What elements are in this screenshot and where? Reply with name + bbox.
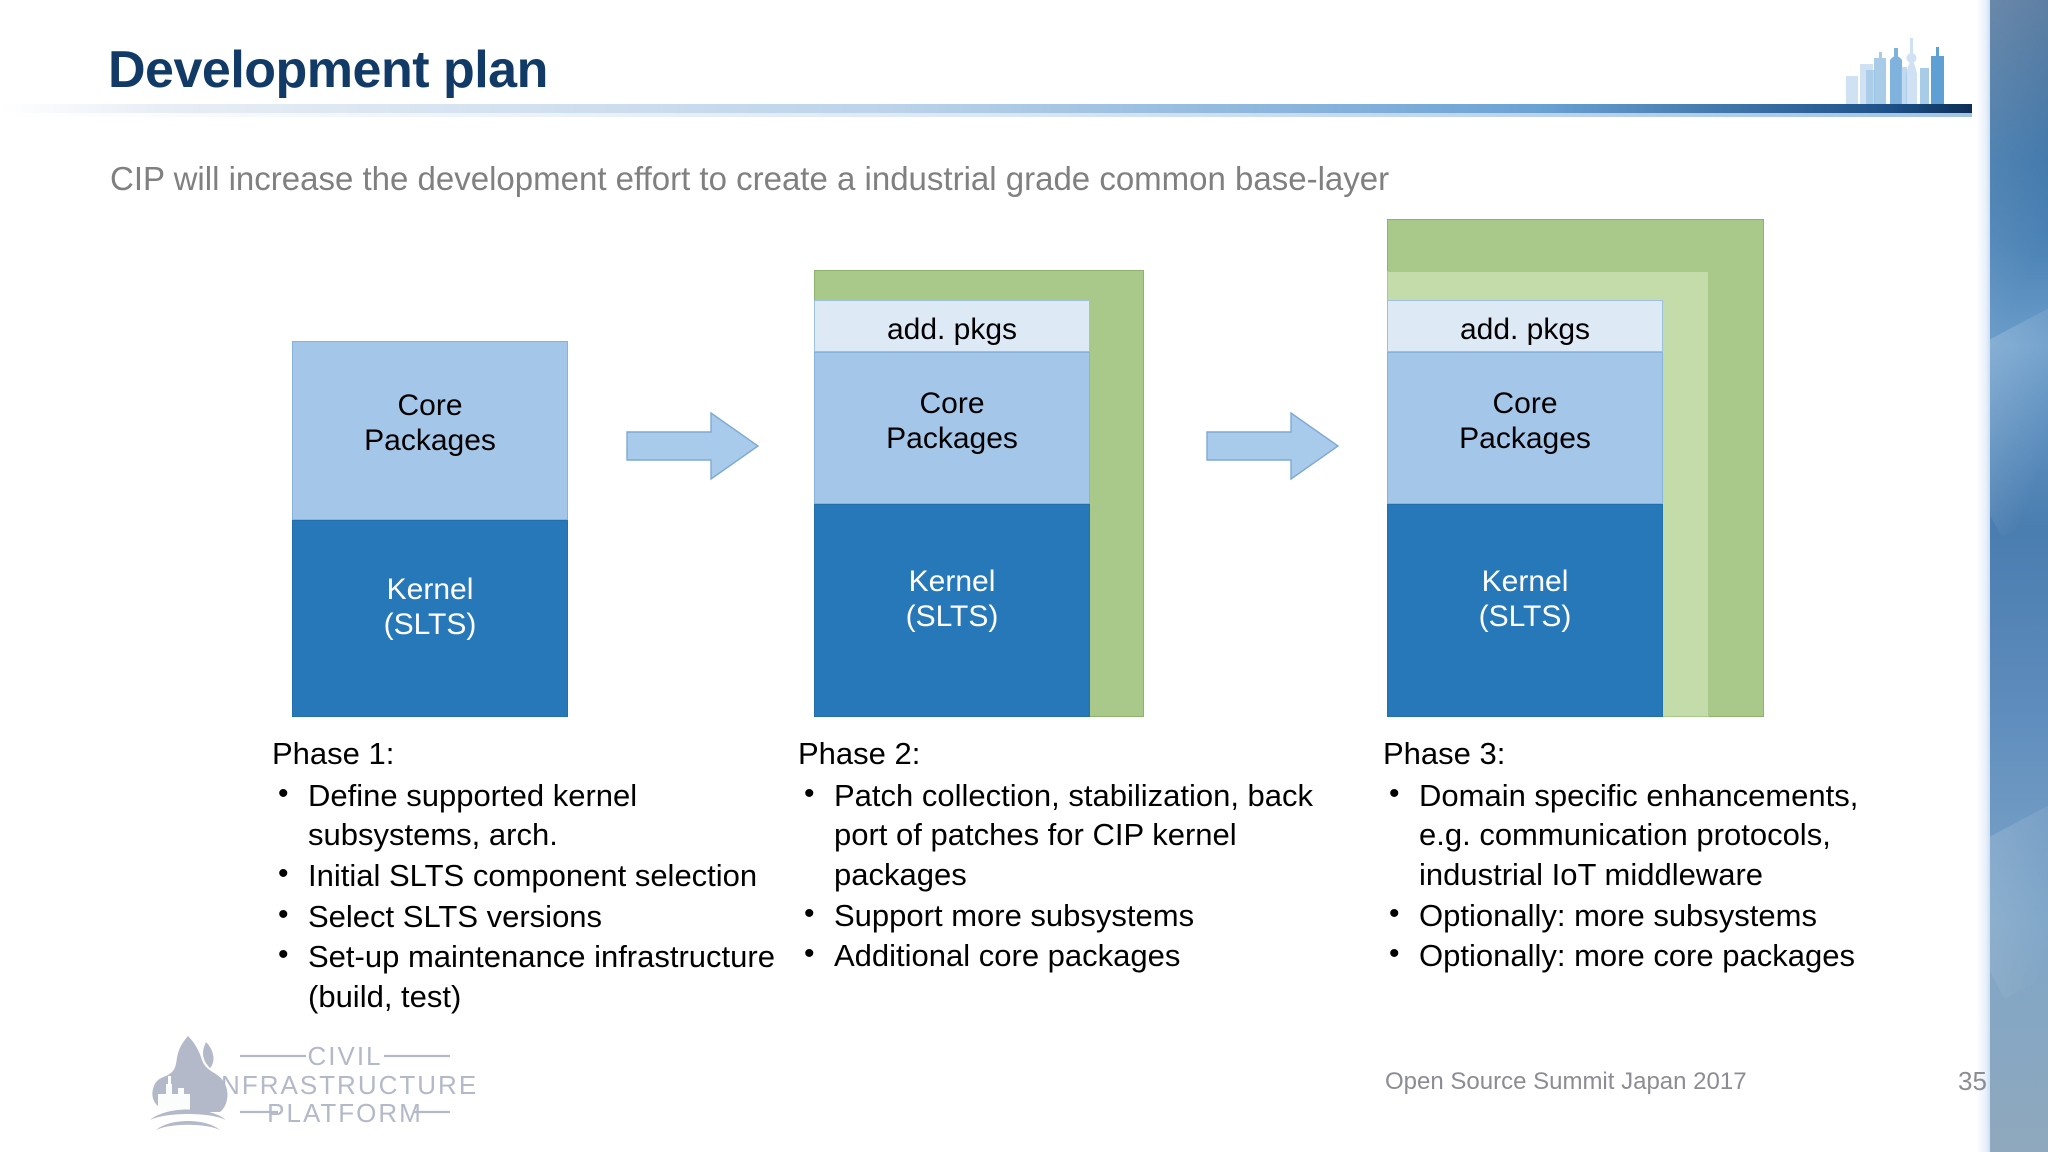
add-pkgs-label: add. pkgs bbox=[1459, 313, 1591, 346]
cip-logo: CIVIL INFRASTRUCTURE PLATFORM bbox=[128, 1028, 478, 1138]
page-number: 35 bbox=[1958, 1066, 1987, 1096]
phase3-bullet-2: Optionally: more subsystems bbox=[1383, 895, 1883, 936]
core-label-line2: Packages bbox=[364, 424, 496, 458]
phase2-bullet-list: Patch collection, stabilization, back po… bbox=[798, 775, 1328, 976]
phase1-stack: Core Packages Kernel (SLTS) bbox=[292, 341, 568, 717]
phase2-bullet-3: Additional core packages bbox=[798, 935, 1328, 976]
phase3-add-pkgs-box: add. pkgs bbox=[1387, 300, 1663, 352]
phase2-heading: Phase 2: bbox=[798, 736, 921, 771]
core-label-line1: Core bbox=[919, 387, 985, 420]
cip-logo-line1: CIVIL bbox=[307, 1041, 382, 1071]
right-decorative-strip bbox=[1990, 0, 2048, 1152]
cip-arc-icon bbox=[150, 1109, 226, 1130]
core-label-line1: Core bbox=[1492, 387, 1558, 420]
kernel-label-line1: Kernel bbox=[386, 573, 474, 606]
phase2-bullet-2: Support more subsystems bbox=[798, 895, 1328, 936]
phase1-heading: Phase 1: bbox=[272, 736, 395, 771]
phase3-kernel-box: Kernel (SLTS) bbox=[1387, 504, 1663, 717]
phase1-bullet-3: Select SLTS versions bbox=[272, 896, 782, 937]
phase2-stack: add. pkgs Core Packages Kernel (SLTS) bbox=[814, 270, 1144, 717]
phase1-bullet-2: Initial SLTS component selection bbox=[272, 855, 782, 896]
add-pkgs-label: add. pkgs bbox=[886, 313, 1018, 346]
core-label-line1: Core bbox=[397, 389, 463, 422]
phase1-core-packages-box: Core Packages bbox=[292, 341, 568, 520]
arrow-phase1-to-phase2 bbox=[625, 410, 760, 482]
phase3-bullet-3: Optionally: more core packages bbox=[1383, 935, 1883, 976]
phase3-bullet-1: Domain specific enhancements, e.g. commu… bbox=[1383, 775, 1883, 895]
core-label-line2: Packages bbox=[886, 422, 1018, 456]
phase2-bullet-1: Patch collection, stabilization, back po… bbox=[798, 775, 1328, 895]
footer-event-label: Open Source Summit Japan 2017 bbox=[1385, 1068, 1747, 1095]
right-strip-gap bbox=[1976, 0, 1990, 1152]
kernel-label-line2: (SLTS) bbox=[905, 600, 999, 634]
kernel-label-line2: (SLTS) bbox=[383, 608, 477, 642]
header-divider-shadow bbox=[0, 113, 1972, 117]
phase3-bullet-list: Domain specific enhancements, e.g. commu… bbox=[1383, 775, 1883, 976]
phase1-bullet-1: Define supported kernel subsystems, arch… bbox=[272, 775, 782, 855]
arrow-phase2-to-phase3 bbox=[1205, 410, 1340, 482]
cip-logo-line3: PLATFORM bbox=[267, 1098, 423, 1128]
city-skyline-icon bbox=[1844, 34, 1956, 106]
kernel-label-line1: Kernel bbox=[1481, 565, 1569, 598]
phase2-kernel-box: Kernel (SLTS) bbox=[814, 504, 1090, 717]
phase3-stack: add. pkgs Core Packages Kernel (SLTS) bbox=[1387, 219, 1764, 717]
kernel-label-line1: Kernel bbox=[908, 565, 996, 598]
phase1-kernel-box: Kernel (SLTS) bbox=[292, 520, 568, 717]
phase2-core-packages-box: Core Packages bbox=[814, 352, 1090, 504]
phase2-text-block: Phase 2: Patch collection, stabilization… bbox=[798, 735, 1328, 977]
phase1-text-block: Phase 1: Define supported kernel subsyst… bbox=[272, 735, 782, 1018]
phase1-bullet-list: Define supported kernel subsystems, arch… bbox=[272, 775, 782, 1017]
page-title: Development plan bbox=[108, 41, 548, 99]
phase2-add-pkgs-box: add. pkgs bbox=[814, 300, 1090, 352]
page-subtitle: CIP will increase the development effort… bbox=[110, 160, 1390, 197]
phase3-heading: Phase 3: bbox=[1383, 736, 1506, 771]
cip-logo-line2: INFRASTRUCTURE bbox=[212, 1070, 478, 1100]
phase1-bullet-4: Set-up maintenance infrastructure (build… bbox=[272, 936, 782, 1016]
phase3-core-packages-box: Core Packages bbox=[1387, 352, 1663, 504]
kernel-label-line2: (SLTS) bbox=[1478, 600, 1572, 634]
header-divider bbox=[0, 104, 1972, 113]
phase3-text-block: Phase 3: Domain specific enhancements, e… bbox=[1383, 735, 1883, 977]
core-label-line2: Packages bbox=[1459, 422, 1591, 456]
